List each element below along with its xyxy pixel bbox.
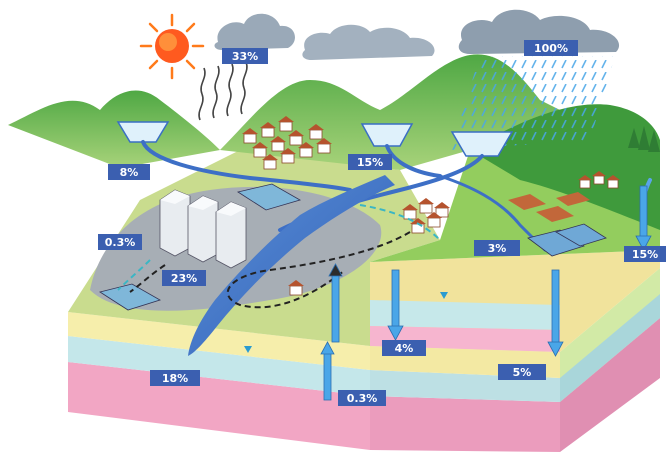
label-industrial: 0.3% — [98, 234, 142, 250]
label-left-reservoir: 8% — [108, 164, 150, 180]
building — [215, 201, 247, 269]
teal-dashed-lines — [117, 204, 441, 291]
clay-layer-left — [68, 312, 370, 370]
label-infiltration-mid: 4% — [382, 340, 426, 356]
main-river — [188, 175, 395, 356]
label-deep-groundwater: 0.3% — [338, 390, 386, 406]
svg-text:23%: 23% — [171, 272, 197, 285]
bedrock-layer-right — [370, 396, 560, 452]
sun-icon — [139, 13, 205, 80]
svg-text:15%: 15% — [357, 156, 383, 169]
reservoir-right — [450, 131, 514, 157]
treatment-plant — [99, 183, 607, 311]
label-infiltration-right: 5% — [498, 364, 546, 380]
svg-text:15%: 15% — [632, 248, 658, 261]
cloud-icon — [214, 9, 620, 60]
label-urban-use: 23% — [162, 270, 206, 286]
house-single — [289, 285, 303, 296]
rain-icon — [450, 56, 615, 150]
ground-block — [68, 250, 660, 452]
building — [187, 195, 219, 263]
cloud-evaporation — [214, 13, 295, 50]
svg-text:5%: 5% — [513, 366, 532, 379]
roofs — [242, 116, 620, 286]
label-center-reservoir: 15% — [348, 154, 392, 170]
svg-text:0.3%: 0.3% — [347, 392, 378, 405]
label-evaporation: 33% — [222, 48, 268, 64]
side-face-bedrock — [560, 318, 660, 452]
label-river-outflow: 18% — [150, 370, 200, 386]
svg-text:33%: 33% — [232, 50, 258, 63]
hill-far-left — [8, 90, 220, 168]
channel-left — [141, 140, 352, 192]
water-level-icon — [244, 292, 448, 353]
reservoir-center — [360, 123, 414, 147]
cloud-rain — [458, 9, 620, 54]
house-cluster-top — [243, 121, 331, 170]
svg-text:100%: 100% — [534, 42, 568, 55]
trees — [628, 126, 660, 152]
channel-center — [385, 144, 442, 178]
farm-fields — [508, 192, 590, 222]
svg-text:3%: 3% — [488, 242, 507, 255]
label-irrigation: 3% — [474, 240, 520, 256]
high-rise-buildings — [159, 189, 247, 269]
label-rainfall: 100% — [524, 40, 578, 56]
side-face-aquifer — [560, 294, 660, 402]
svg-text:8%: 8% — [120, 166, 139, 179]
svg-text:18%: 18% — [162, 372, 188, 385]
transfer-lines — [129, 231, 411, 309]
label-right-spring: 15% — [624, 246, 666, 262]
reservoir-icon — [116, 121, 514, 157]
aquifer-layer-left — [68, 336, 370, 396]
cloud-middle — [302, 24, 435, 60]
bedrock-layer-left — [68, 362, 370, 450]
reservoir-left — [116, 121, 170, 143]
svg-text:0.3%: 0.3% — [105, 236, 136, 249]
step-aquifer — [370, 300, 560, 330]
groundwater-arrows — [320, 185, 652, 401]
evaporation-lines — [198, 61, 248, 121]
svg-text:4%: 4% — [395, 342, 414, 355]
building — [159, 189, 191, 257]
percentage-labels: 33% 100% 8% 15% 0.3% 23% 3% 15% — [98, 40, 666, 406]
